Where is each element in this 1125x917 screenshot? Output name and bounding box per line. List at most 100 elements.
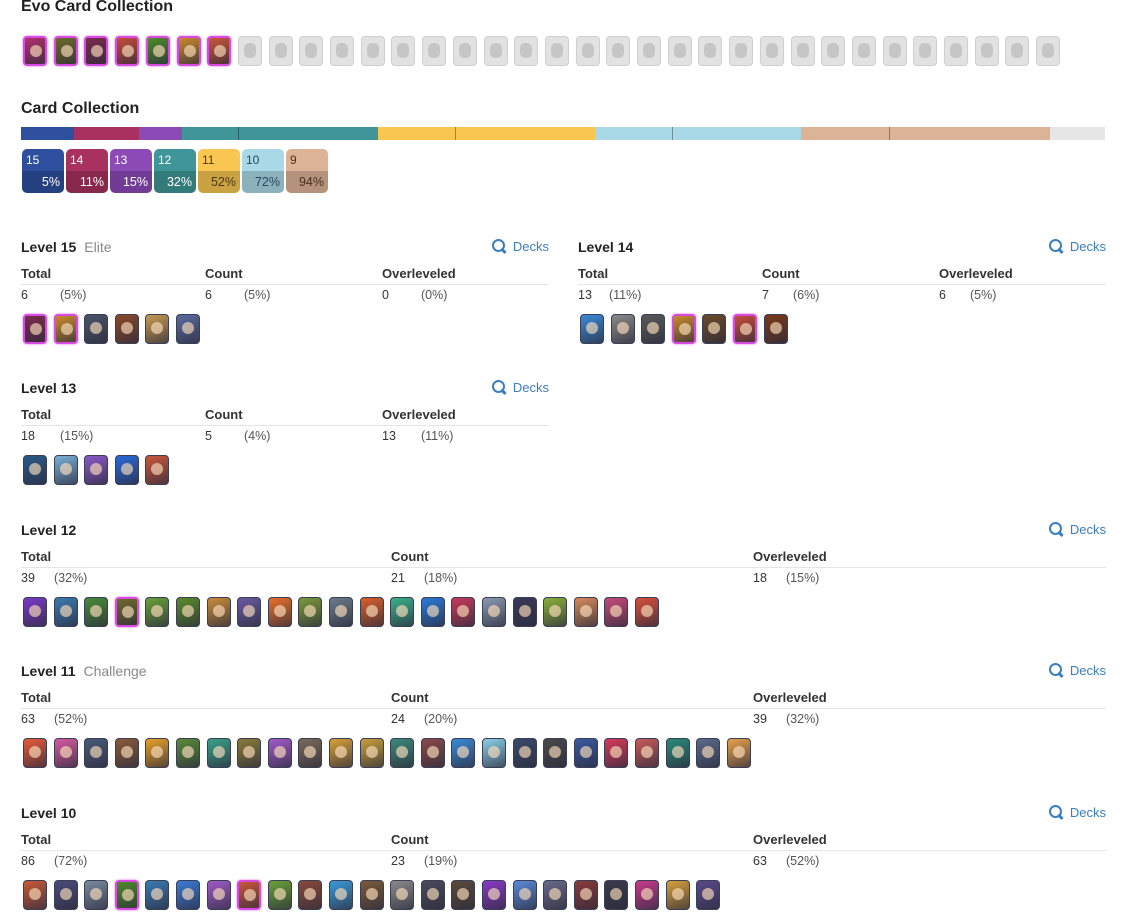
decks-link[interactable]: Decks [1048,663,1106,678]
card-icon[interactable] [390,738,415,768]
locked-evo-card-icon[interactable] [667,36,692,66]
locked-evo-card-icon[interactable] [514,36,539,66]
card-icon[interactable] [512,880,537,910]
card-icon[interactable] [580,314,604,344]
card-icon[interactable] [84,455,109,485]
evo-card-icon[interactable] [84,36,109,66]
evo-card-icon[interactable] [115,36,140,66]
card-icon[interactable] [114,738,139,768]
locked-evo-card-icon[interactable] [790,36,815,66]
card-icon[interactable] [329,597,353,627]
card-icon[interactable] [604,738,629,768]
locked-evo-card-icon[interactable] [759,36,784,66]
card-icon[interactable] [237,738,262,768]
locked-evo-card-icon[interactable] [698,36,723,66]
card-icon[interactable] [206,738,231,768]
card-icon[interactable] [23,455,47,485]
card-icon[interactable] [573,738,598,768]
card-icon[interactable] [237,597,262,627]
locked-evo-card-icon[interactable] [452,36,477,66]
card-icon[interactable] [482,880,506,910]
locked-evo-card-icon[interactable] [974,36,999,66]
card-icon[interactable] [641,314,666,344]
card-icon[interactable] [176,597,200,627]
locked-evo-card-icon[interactable] [944,36,968,66]
card-icon[interactable] [23,597,47,627]
card-icon[interactable] [604,597,629,627]
card-icon[interactable] [53,455,78,485]
card-icon[interactable] [512,738,537,768]
locked-evo-card-icon[interactable] [637,36,661,66]
decks-link[interactable]: Decks [491,239,549,254]
card-icon[interactable] [145,738,170,768]
card-icon[interactable] [573,597,598,627]
card-icon[interactable] [543,738,568,768]
card-icon[interactable] [635,738,659,768]
card-icon[interactable] [512,597,537,627]
locked-evo-card-icon[interactable] [882,36,907,66]
card-icon[interactable] [145,597,170,627]
card-icon[interactable] [84,738,109,768]
card-icon[interactable] [390,597,415,627]
card-icon[interactable] [604,880,629,910]
card-icon[interactable] [482,597,506,627]
locked-evo-card-icon[interactable] [544,36,569,66]
evo-card-icon[interactable] [23,314,47,344]
card-icon[interactable] [53,597,78,627]
card-icon[interactable] [390,880,415,910]
evo-card-icon[interactable] [671,314,696,344]
card-icon[interactable] [359,738,384,768]
card-icon[interactable] [267,738,292,768]
card-icon[interactable] [176,314,200,344]
card-icon[interactable] [635,597,659,627]
locked-evo-card-icon[interactable] [606,36,631,66]
card-icon[interactable] [298,597,323,627]
locked-evo-card-icon[interactable] [391,36,416,66]
card-icon[interactable] [298,738,323,768]
locked-evo-card-icon[interactable] [268,36,293,66]
evo-card-icon[interactable] [145,36,170,66]
card-icon[interactable] [635,880,659,910]
card-icon[interactable] [114,314,139,344]
card-icon[interactable] [451,738,476,768]
decks-link[interactable]: Decks [1048,522,1106,537]
card-icon[interactable] [763,314,788,344]
card-icon[interactable] [176,738,200,768]
card-icon[interactable] [696,880,721,910]
card-icon[interactable] [145,880,170,910]
card-icon[interactable] [543,880,568,910]
evo-card-icon[interactable] [114,880,139,910]
card-icon[interactable] [573,880,598,910]
card-icon[interactable] [359,880,384,910]
evo-card-icon[interactable] [207,36,232,66]
card-icon[interactable] [145,455,170,485]
card-icon[interactable] [84,314,109,344]
card-icon[interactable] [84,597,109,627]
locked-evo-card-icon[interactable] [729,36,754,66]
locked-evo-card-icon[interactable] [330,36,354,66]
locked-evo-card-icon[interactable] [299,36,324,66]
card-icon[interactable] [420,738,445,768]
locked-evo-card-icon[interactable] [422,36,447,66]
card-icon[interactable] [53,738,78,768]
locked-evo-card-icon[interactable] [575,36,600,66]
card-icon[interactable] [702,314,727,344]
card-icon[interactable] [206,597,231,627]
card-icon[interactable] [696,738,721,768]
locked-evo-card-icon[interactable] [913,36,938,66]
locked-evo-card-icon[interactable] [360,36,385,66]
locked-evo-card-icon[interactable] [1036,36,1061,66]
card-icon[interactable] [610,314,635,344]
decks-link[interactable]: Decks [491,380,549,395]
card-icon[interactable] [482,738,506,768]
evo-card-icon[interactable] [733,314,757,344]
card-icon[interactable] [176,880,200,910]
card-icon[interactable] [665,738,690,768]
